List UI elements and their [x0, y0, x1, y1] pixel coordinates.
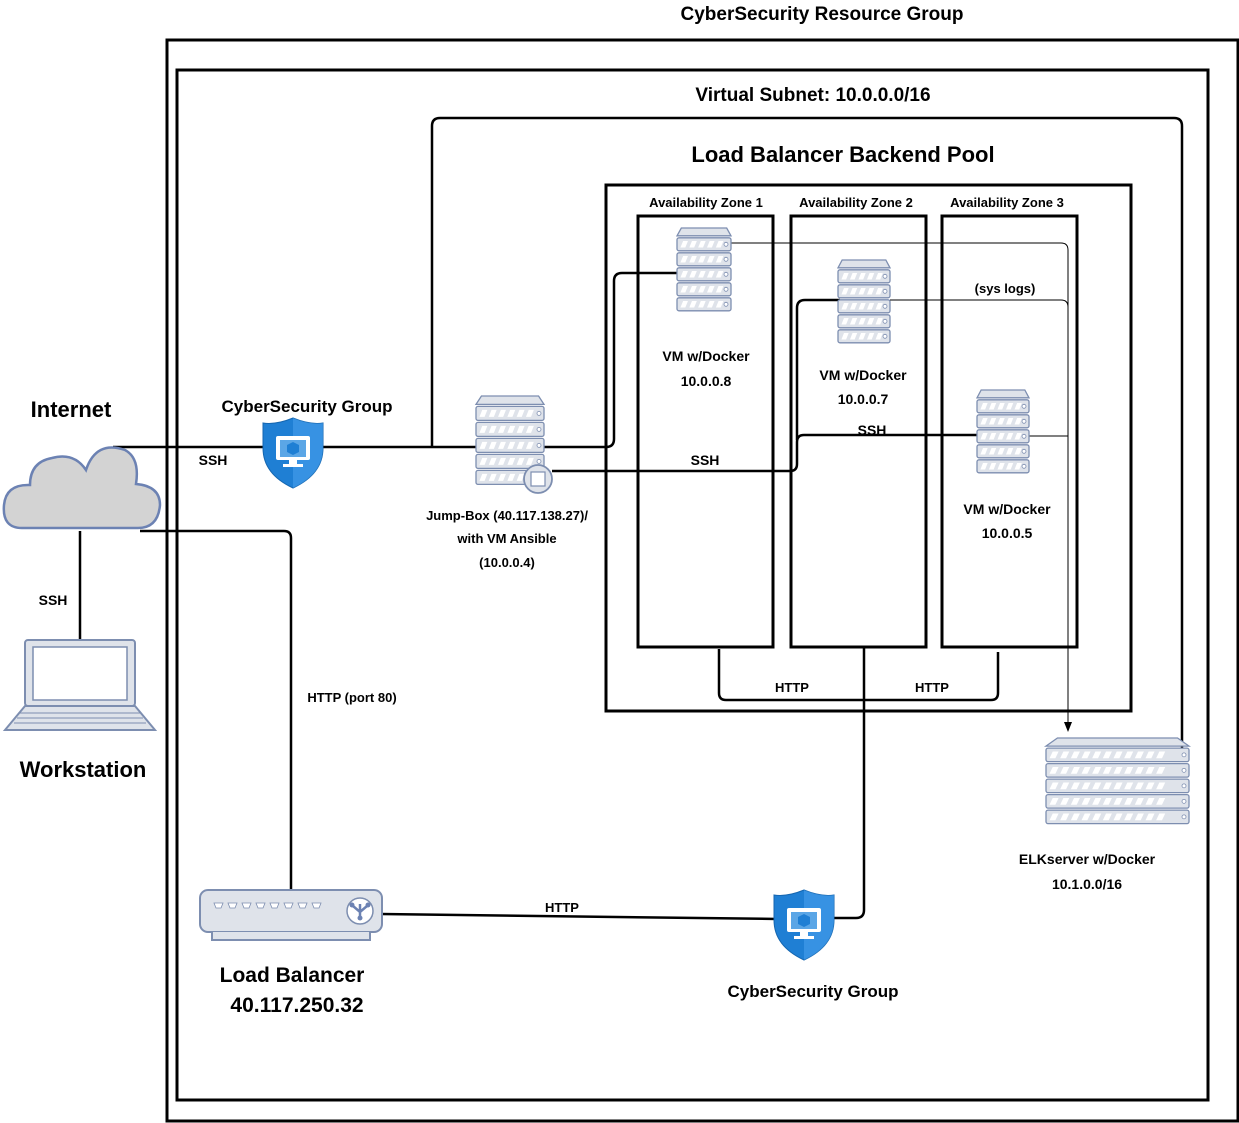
- http-nsg-to-pool-line: [832, 647, 866, 920]
- ssh-jumpbox-zone1-label: SSH: [690, 452, 720, 468]
- syslog-line-2: [890, 299, 1069, 308]
- nsg-shield-top-icon: [262, 417, 324, 489]
- vm-zone1-server-icon: [675, 227, 733, 312]
- ssh-jumpbox-zone3-label: SSH: [857, 422, 887, 438]
- zone2-vm-link: [795, 298, 840, 440]
- vm3-ip: 10.0.0.5: [981, 525, 1033, 541]
- syslog-line-1: [730, 242, 1069, 724]
- jumpbox-label-line1: Jump-Box (40.117.138.27)/: [426, 508, 588, 523]
- syslogs-label: (sys logs): [974, 281, 1036, 296]
- vm2-name: VM w/Docker: [819, 367, 907, 383]
- elk-name: ELKserver w/Docker: [1018, 851, 1156, 867]
- workstation-laptop-icon: [2, 639, 158, 731]
- http-lb-label: HTTP: [545, 900, 579, 915]
- subnet-boundary: [430, 116, 1184, 752]
- jumpbox-label-line3: (10.0.0.4): [479, 555, 535, 570]
- resource-group-title: CyberSecurity Resource Group: [680, 4, 964, 25]
- vm1-ip: 10.0.0.8: [680, 373, 732, 389]
- lb-to-nsg-line: [380, 912, 779, 921]
- elk-ip: 10.1.0.0/16: [1051, 876, 1123, 892]
- subnet-title: Virtual Subnet: 10.0.0.0/16: [695, 85, 931, 106]
- zone-2-label: Availability Zone 2: [799, 195, 913, 210]
- nsg-bottom-label: CyberSecurity Group: [727, 982, 899, 1001]
- internet-label: Internet: [30, 397, 112, 422]
- zone-1-label: Availability Zone 1: [649, 195, 763, 210]
- elk-server-icon: [1043, 737, 1192, 825]
- inner-region-box: [175, 68, 1210, 1102]
- vm3-name: VM w/Docker: [963, 501, 1051, 517]
- jumpbox-server-icon: [474, 395, 546, 486]
- jumpbox-to-zone1-line: [542, 271, 678, 449]
- nsg-shield-bottom-icon: [773, 889, 835, 961]
- resource-group-box: [165, 38, 1239, 1123]
- http-port80-label: HTTP (port 80): [307, 690, 397, 705]
- backend-pool-title: Load Balancer Backend Pool: [691, 142, 995, 167]
- jumpbox-ssh-line: [552, 433, 978, 473]
- http-zone3-label: HTTP: [915, 680, 949, 695]
- zone-3-label: Availability Zone 3: [950, 195, 1064, 210]
- vm-zone2-server-icon: [836, 259, 892, 344]
- http-zone-bus: [717, 649, 1000, 702]
- vm2-ip: 10.0.0.7: [837, 391, 889, 407]
- internet-cloud-icon: [2, 446, 162, 530]
- load-balancer-icon: [199, 889, 383, 941]
- load-balancer-name: Load Balancer: [219, 964, 365, 987]
- load-balancer-ip: 40.117.250.32: [230, 994, 364, 1017]
- nsg-top-label: CyberSecurity Group: [221, 397, 393, 416]
- zone-1-box: [636, 214, 775, 649]
- vm1-name: VM w/Docker: [662, 348, 750, 364]
- internet-to-lb-line: [140, 529, 293, 890]
- workstation-label: Workstation: [19, 757, 147, 782]
- zone-2-box: [789, 214, 928, 649]
- zone-3-box: [940, 214, 1079, 649]
- jumpbox-label-line2: with VM Ansible: [457, 531, 557, 546]
- syslog-arrowhead: [1064, 722, 1072, 732]
- ssh-workstation-label: SSH: [38, 592, 68, 608]
- ssh-internet-label: SSH: [198, 452, 228, 468]
- jumpbox-disk-icon: [523, 464, 553, 494]
- vm-zone3-server-icon: [975, 389, 1031, 474]
- http-zone1-label: HTTP: [775, 680, 809, 695]
